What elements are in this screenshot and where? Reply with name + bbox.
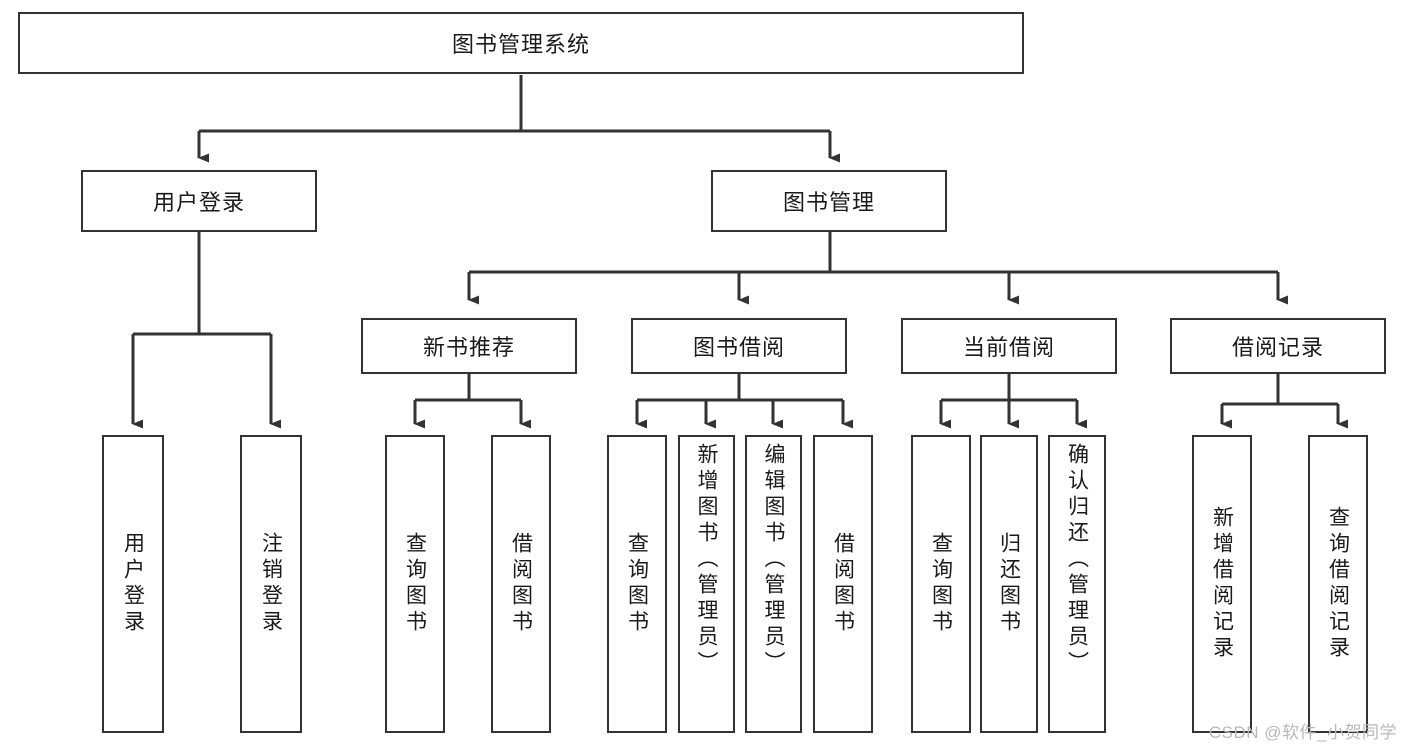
leaf-add-record[interactable]: 新增借阅记录 [1192,435,1252,733]
node-current-borrow[interactable]: 当前借阅 [901,318,1117,374]
node-book-borrow[interactable]: 图书借阅 [631,318,847,374]
leaf-user-logout-label: 注销登录 [259,532,283,636]
node-book-manage[interactable]: 图书管理 [711,170,947,232]
leaf-user-login[interactable]: 用户登录 [102,435,164,733]
leaf-user-login-label: 用户登录 [121,532,145,636]
leaf-query-record-label: 查询借阅记录 [1326,506,1350,662]
node-borrow-record-label: 借阅记录 [1231,335,1324,360]
leaf-query-book-3-label: 查询图书 [929,532,953,636]
leaf-query-record[interactable]: 查询借阅记录 [1308,435,1368,733]
node-new-book-recommend[interactable]: 新书推荐 [361,318,577,374]
node-root[interactable]: 图书管理系统 [18,12,1024,74]
leaf-query-book-1-label: 查询图书 [403,532,427,636]
leaf-query-book-2-label: 查询图书 [625,532,649,636]
leaf-add-book-label: 新增图书（管理员） [695,443,718,677]
leaf-user-logout[interactable]: 注销登录 [240,435,302,733]
leaf-add-book[interactable]: 新增图书（管理员） [678,435,735,733]
node-book-manage-label: 图书管理 [782,190,875,215]
node-root-label: 图书管理系统 [451,32,590,57]
leaf-return-book[interactable]: 归还图书 [980,435,1038,733]
leaf-borrow-book-1-label: 借阅图书 [509,532,533,636]
leaf-borrow-book-2[interactable]: 借阅图书 [813,435,873,733]
leaf-confirm-return[interactable]: 确认归还（管理员） [1048,435,1106,733]
node-user-login[interactable]: 用户登录 [81,170,317,232]
leaf-query-book-2[interactable]: 查询图书 [607,435,667,733]
leaf-query-book-1[interactable]: 查询图书 [385,435,445,733]
leaf-confirm-return-label: 确认归还（管理员） [1065,443,1089,677]
node-new-book-recommend-label: 新书推荐 [422,335,515,360]
leaf-borrow-book-2-label: 借阅图书 [831,532,855,636]
leaf-add-record-label: 新增借阅记录 [1210,506,1234,662]
leaf-edit-book[interactable]: 编辑图书（管理员） [745,435,802,733]
csdn-watermark: CSDN @软件_小贺同学 [1208,723,1397,742]
node-current-borrow-label: 当前借阅 [962,335,1055,360]
leaf-return-book-label: 归还图书 [997,532,1021,636]
node-user-login-label: 用户登录 [152,190,245,215]
node-book-borrow-label: 图书借阅 [692,335,785,360]
leaf-edit-book-label: 编辑图书（管理员） [762,443,785,677]
leaf-borrow-book-1[interactable]: 借阅图书 [491,435,551,733]
leaf-query-book-3[interactable]: 查询图书 [911,435,971,733]
node-borrow-record[interactable]: 借阅记录 [1170,318,1386,374]
